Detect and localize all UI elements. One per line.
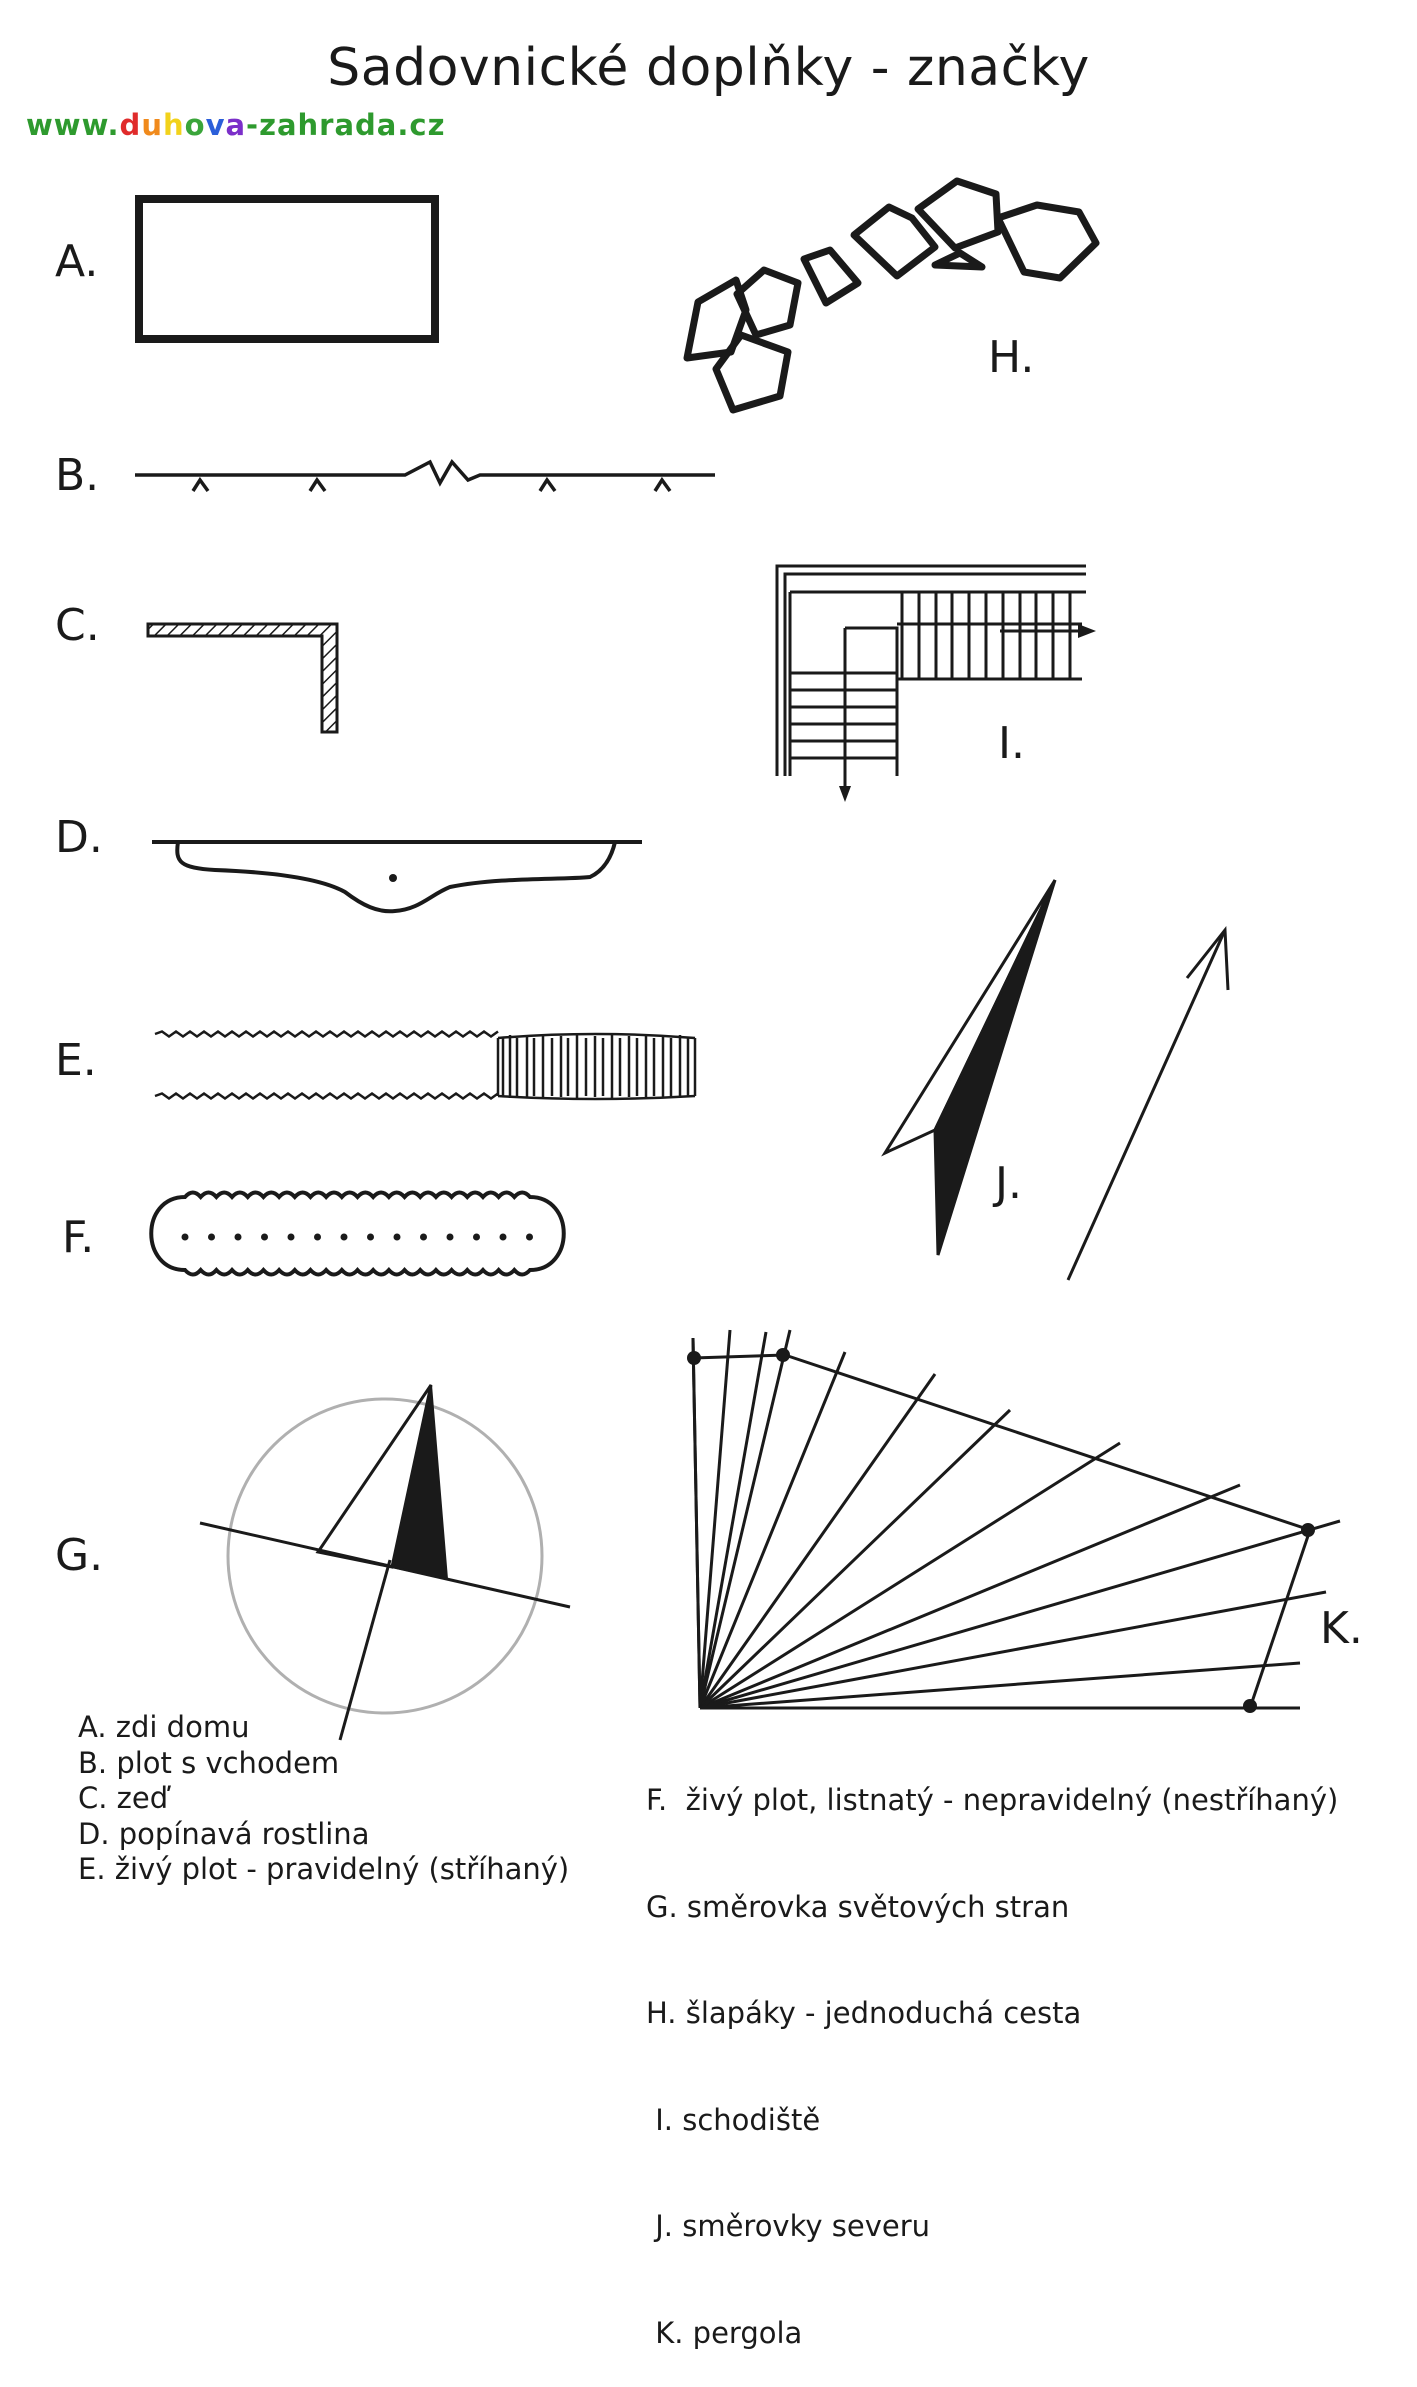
symbols-drawing: [135, 177, 1341, 1741]
legend-item: C. zeď: [78, 1781, 169, 1815]
label-f: F.: [62, 1212, 95, 1263]
hedge-dot: [314, 1233, 321, 1241]
legend-item: K. pergola: [646, 2315, 803, 2350]
symbol-c-wall: [146, 622, 339, 734]
hedge-dot: [393, 1233, 401, 1241]
hedge-dot: [446, 1233, 454, 1241]
hedge-dot: [340, 1233, 348, 1241]
hedge-dot: [420, 1233, 427, 1241]
stair-arrow-right: [1078, 624, 1096, 638]
hedge-dot: [473, 1233, 480, 1241]
label-a: A.: [55, 236, 99, 287]
hedge-dot: [208, 1233, 215, 1241]
legend-right: F. živý plot, listnatý - nepravidelný (n…: [646, 1712, 1338, 2387]
symbol-e-trimmed-hedge: [154, 1029, 697, 1101]
label-k: K.: [1320, 1603, 1363, 1654]
label-h: H.: [988, 332, 1035, 383]
hedge-dot: [181, 1233, 189, 1241]
symbol-h-stepping-stones: [683, 177, 1100, 414]
legend-item: J. směrovky severu: [646, 2209, 930, 2243]
website-part: www.: [26, 108, 120, 142]
symbol-d-climbing-plant: [152, 840, 642, 914]
symbol-k-pergola: [691, 1329, 1341, 1710]
label-c: C.: [55, 600, 100, 651]
symbol-b-fence-with-entrance: [135, 459, 715, 493]
hedge-dot: [367, 1233, 374, 1241]
website-part: h: [162, 108, 185, 142]
website-part: o: [184, 108, 206, 142]
symbol-g-compass: [199, 1384, 571, 1741]
legend-item: D. popínavá rostlina: [78, 1816, 370, 1851]
symbol-a-house-wall: [135, 195, 439, 343]
symbol-j-north-arrows: [881, 879, 1230, 1281]
pergola-posts: [687, 1348, 1315, 1713]
legend-item: E. živý plot - pravidelný (stříhaný): [78, 1852, 570, 1886]
label-i: I.: [998, 718, 1025, 769]
symbol-d-plant-dot: [389, 874, 397, 882]
hedge-dot: [234, 1233, 242, 1241]
legend-item: H. šlapáky - jednoduchá cesta: [646, 1996, 1082, 2030]
label-d: D.: [55, 812, 103, 863]
legend-item: F. živý plot, listnatý - nepravidelný (n…: [646, 1783, 1339, 1817]
website-part: v: [205, 108, 226, 142]
label-j: J.: [995, 1158, 1022, 1209]
label-b: B.: [55, 450, 100, 501]
legend-item: A. zdi domu: [78, 1710, 250, 1744]
website-link[interactable]: www.duhova-zahrada.cz: [26, 108, 445, 142]
symbol-i-staircase: [775, 564, 1086, 790]
label-e: E.: [55, 1035, 97, 1086]
legend-item: I. schodiště: [646, 2102, 821, 2137]
label-g: G.: [55, 1530, 104, 1581]
stair-arrow-down: [839, 786, 851, 802]
page-title: Sadovnické doplňky - značky: [327, 38, 1090, 98]
hedge-dot: [499, 1233, 507, 1241]
legend-item: G. směrovka světových stran: [646, 1889, 1070, 1924]
website-part: a: [225, 108, 247, 142]
website-part: d: [119, 108, 142, 142]
hedge-dot: [261, 1233, 268, 1241]
symbol-f-dots: [181, 1233, 533, 1241]
legend-left: A. zdi domu B. plot s vchodem C. zeď D. …: [78, 1710, 569, 1888]
symbol-f-untrimmed-hedge: [149, 1190, 566, 1277]
website-part: -zahrada.cz: [246, 108, 446, 142]
hedge-dot: [526, 1233, 533, 1241]
website-part: u: [141, 108, 163, 142]
hedge-dot: [287, 1233, 295, 1241]
legend-item: B. plot s vchodem: [78, 1745, 340, 1780]
